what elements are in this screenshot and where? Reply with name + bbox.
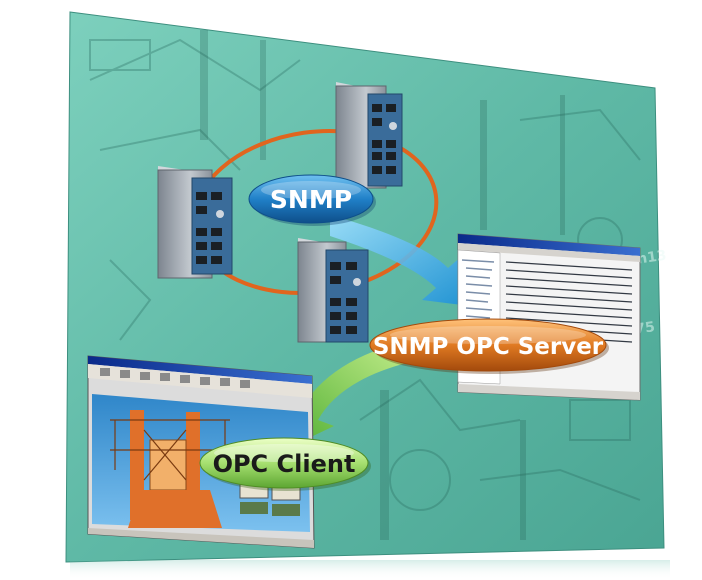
opc-client-window-icon xyxy=(87,355,315,549)
snmp-opc-server-label: SNMP OPC Server xyxy=(373,334,604,360)
snmp-opc-server-pill: SNMP OPC Server xyxy=(369,318,609,374)
panel-reflection xyxy=(70,560,670,580)
snmp-label: SNMP xyxy=(270,185,352,214)
snmp-flow-arrow xyxy=(330,215,470,306)
snmp-pill: SNMP xyxy=(248,174,376,226)
switch-icon xyxy=(335,82,403,189)
switch-icon xyxy=(157,166,233,279)
opc-client-label: OPC Client xyxy=(213,450,356,478)
opc-flow-arrow xyxy=(284,342,410,446)
opc-server-window-icon xyxy=(457,233,641,401)
switch-icon xyxy=(297,238,369,343)
opc-client-pill: OPC Client xyxy=(199,437,371,491)
plant-illustration xyxy=(110,410,301,528)
